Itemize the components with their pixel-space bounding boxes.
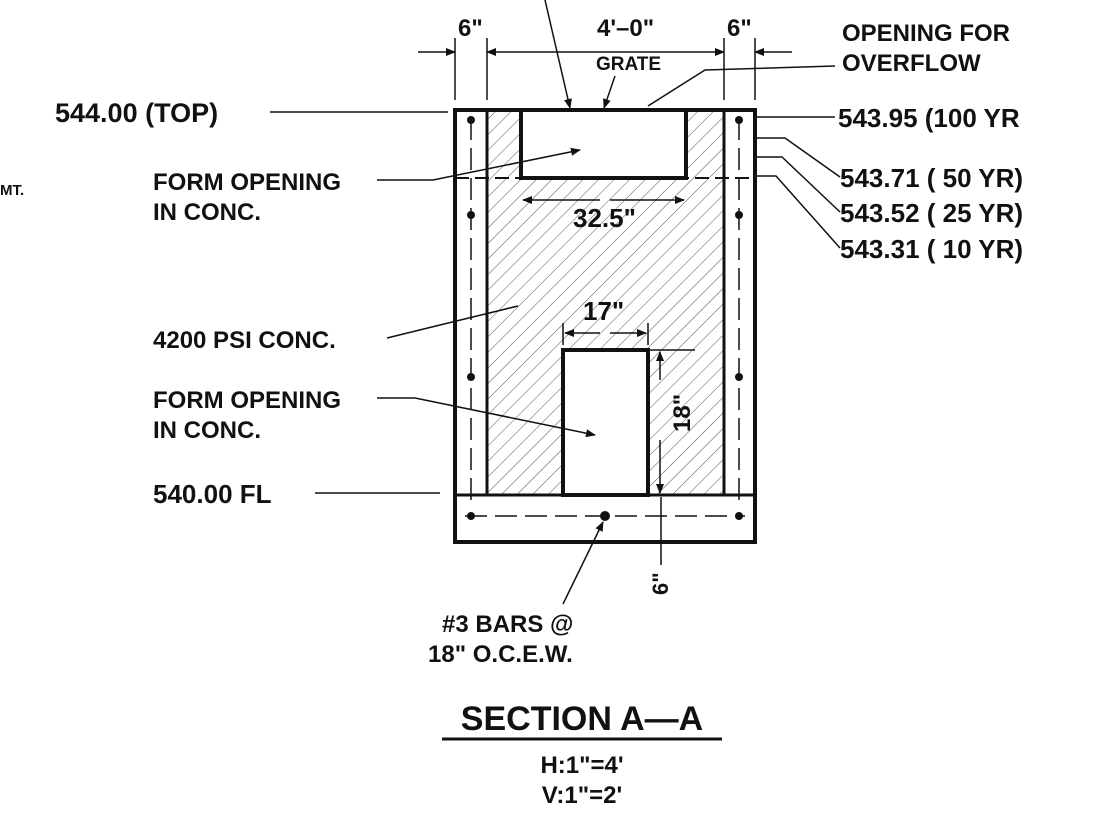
elevation-100yr: 543.95 (100 YR	[838, 103, 1020, 133]
lower-form-opening	[561, 348, 650, 497]
overflow-label-1: OPENING FOR	[842, 20, 1010, 47]
leader-lines	[270, 111, 841, 605]
rebar-bar	[467, 512, 475, 520]
rebar-bar	[735, 116, 743, 124]
concrete-hatch	[487, 112, 724, 495]
floor-elevation-label: 540.00 FL	[153, 479, 272, 509]
form-opening-2-line2: IN CONC.	[153, 417, 261, 444]
inner-dimensions	[522, 196, 695, 565]
rebar-bar	[735, 211, 743, 219]
bottom-opening-width-dim: 17"	[583, 296, 624, 326]
elevation-50yr: 543.71 ( 50 YR)	[840, 163, 1023, 193]
rebar-note-line2: 18" O.C.E.W.	[428, 641, 573, 668]
top-opening-width-dim: 32.5"	[573, 203, 636, 233]
rebar-bar	[467, 116, 475, 124]
elevation-10yr: 543.31 ( 10 YR)	[840, 234, 1023, 264]
form-opening-1-line1: FORM OPENING	[153, 169, 341, 196]
rebar-bar	[600, 511, 610, 521]
top-elevation-label: 544.00 (TOP)	[55, 98, 218, 128]
rebar-bar	[467, 373, 475, 381]
overflow-label-2: OVERFLOW	[842, 50, 981, 77]
grate-width-dim: 4'–0"	[597, 15, 654, 42]
rebar-bar	[735, 512, 743, 520]
vertical-scale: V:1"=2'	[542, 782, 622, 809]
form-opening-1-line2: IN CONC.	[153, 199, 261, 226]
section-title: SECTION A—A	[461, 700, 703, 738]
form-opening-2-line1: FORM OPENING	[153, 387, 341, 414]
right-wall-dim: 6"	[727, 15, 752, 42]
rebar-bars	[467, 116, 743, 521]
elevation-25yr: 543.52 ( 25 YR)	[840, 198, 1023, 228]
top-dimensions	[418, 0, 836, 109]
rebar-note-line1: #3 BARS @	[442, 611, 573, 638]
bottom-opening-height-dim: 18"	[669, 394, 696, 432]
grate-label: GRATE	[596, 54, 661, 75]
margin-fragment: MT.	[0, 182, 24, 199]
horizontal-scale: H:1"=4'	[540, 752, 623, 779]
rebar-bar	[735, 373, 743, 381]
rebar-bar	[467, 211, 475, 219]
base-thickness-dim: 6"	[648, 572, 673, 595]
concrete-label: 4200 PSI CONC.	[153, 327, 336, 354]
left-wall-dim: 6"	[458, 15, 483, 42]
grate-opening	[519, 108, 688, 180]
